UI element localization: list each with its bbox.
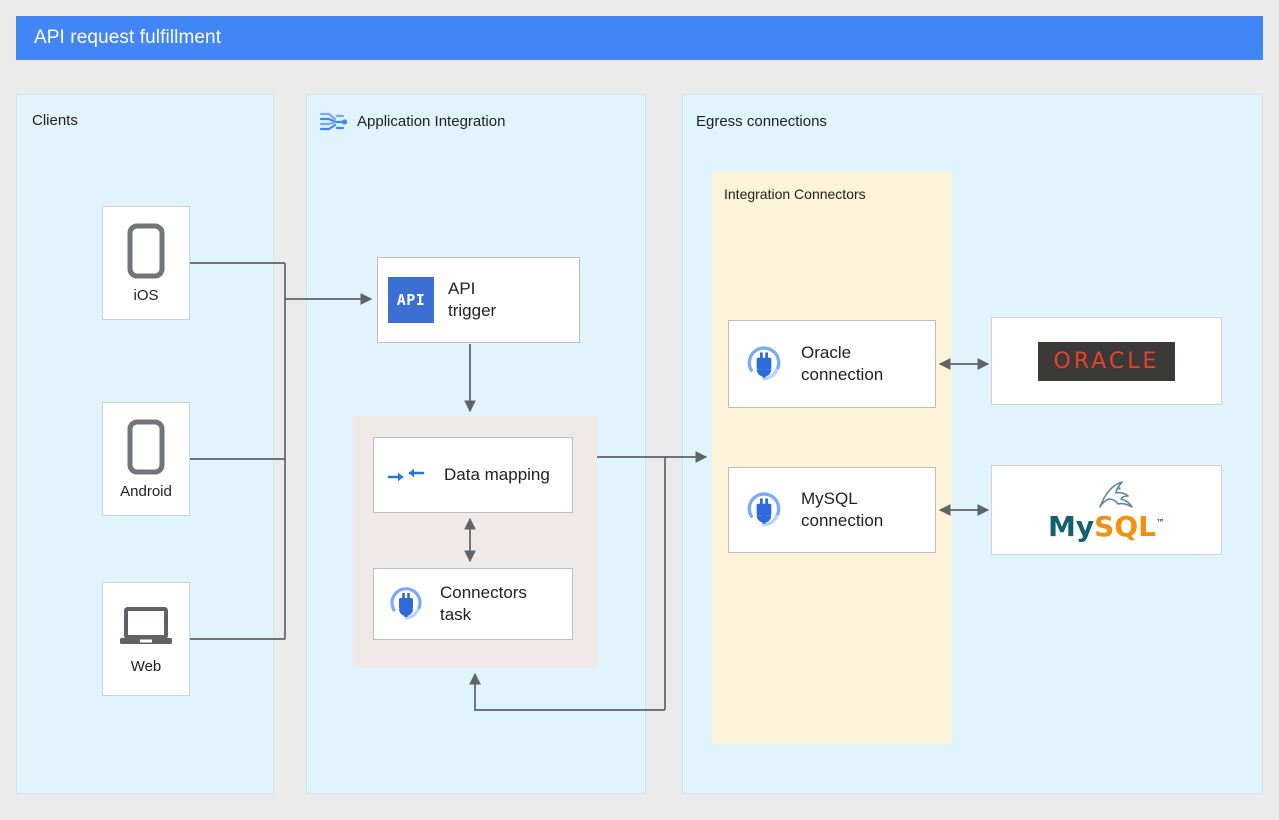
connector-plug-icon (743, 489, 785, 531)
mysql-dolphin-icon (1098, 481, 1133, 508)
panel-clients-label: Clients (32, 112, 78, 129)
group-integration-connectors (712, 172, 952, 744)
client-node-web-label: Web (130, 657, 162, 675)
mobile-phone-icon (127, 419, 165, 474)
node-data-mapping-label: Data mapping (444, 465, 550, 485)
panel-egress-connections-label: Egress connections (696, 113, 827, 130)
client-node-android[interactable]: Android (102, 402, 190, 516)
node-api-trigger-label: API trigger (448, 279, 497, 320)
mysql-logo-my: My (1048, 510, 1095, 543)
node-connectors-task[interactable]: Connectors task (373, 568, 573, 640)
node-mysql-connection[interactable]: MySQL connection (728, 467, 936, 553)
client-node-ios[interactable]: iOS (102, 206, 190, 320)
laptop-icon (120, 606, 172, 644)
node-connectors-task-label: Connectors task (440, 583, 527, 624)
mobile-phone-icon (127, 223, 165, 278)
oracle-logo: ORACLE (1037, 341, 1176, 381)
node-oracle-connection-label: Oracle connection (801, 343, 884, 384)
application-integration-icon-dot (341, 119, 348, 125)
backend-mysql[interactable]: MySQL™ (991, 465, 1222, 555)
application-integration-icon (319, 112, 348, 131)
client-node-android-label: Android (120, 482, 172, 500)
backend-oracle[interactable]: ORACLE (991, 317, 1222, 405)
connector-plug-icon (386, 584, 426, 624)
api-badge-icon: API (388, 277, 434, 323)
client-node-web[interactable]: Web (102, 582, 190, 696)
page-title: API request fulfillment (34, 27, 222, 48)
data-mapping-arrows-icon (386, 460, 426, 490)
panel-application-integration-label: Application Integration (357, 113, 506, 130)
node-api-trigger[interactable]: API API trigger (377, 257, 580, 343)
mysql-logo-tm: ™ (1155, 518, 1165, 529)
mysql-logo: MySQL™ (1048, 479, 1165, 541)
node-oracle-connection[interactable]: Oracle connection (728, 320, 936, 408)
client-node-ios-label: iOS (133, 286, 159, 304)
node-data-mapping[interactable]: Data mapping (373, 437, 573, 513)
group-integration-connectors-label: Integration Connectors (724, 186, 866, 202)
mysql-logo-sql: SQL (1094, 510, 1156, 543)
diagram-title-bar: API request fulfillment (16, 16, 1263, 60)
connector-plug-icon (743, 343, 785, 385)
node-mysql-connection-label: MySQL connection (801, 489, 884, 530)
